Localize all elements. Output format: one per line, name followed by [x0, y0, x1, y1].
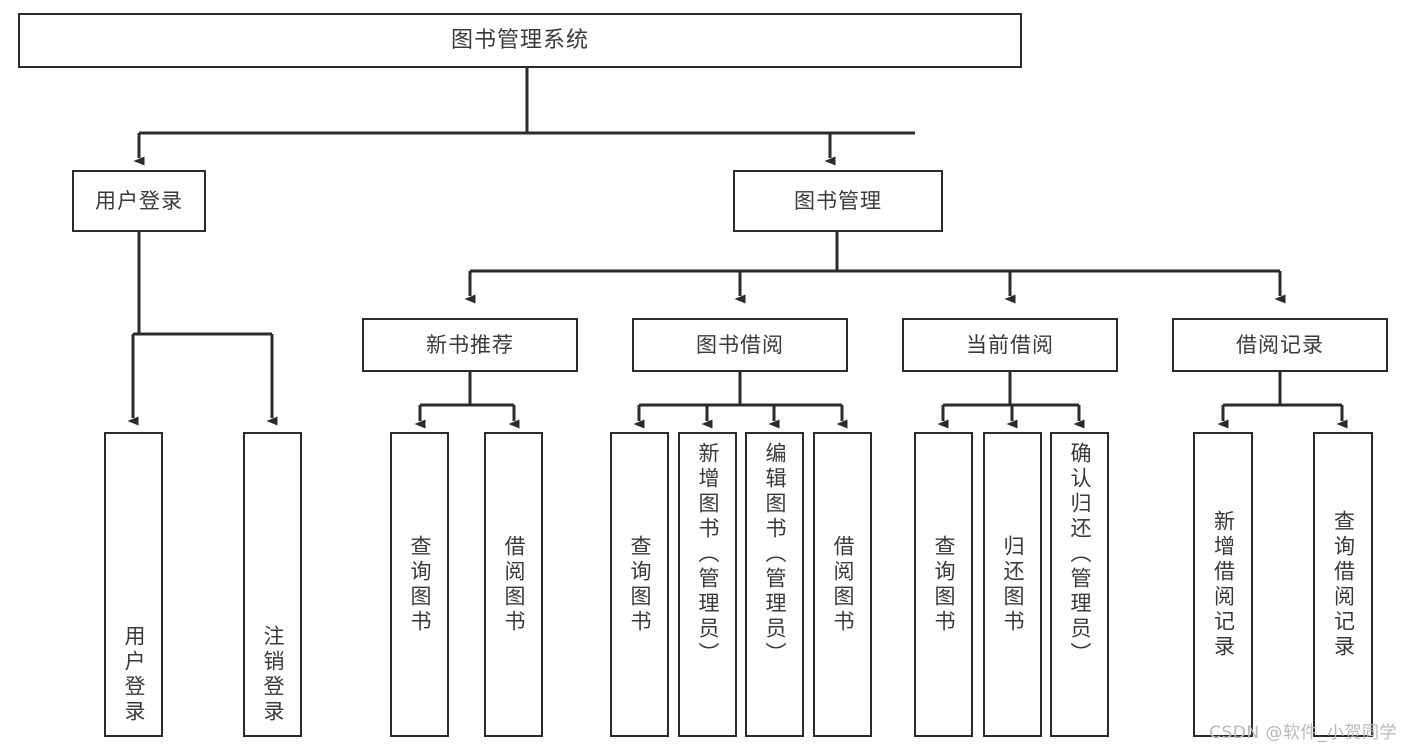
node-user-login[interactable]: 用户登录 — [72, 170, 206, 232]
leaf-query-book-borrow[interactable]: 查询图书 — [610, 432, 669, 737]
leaf-label: 归还图书 — [1001, 534, 1025, 635]
leaf-edit-book-admin[interactable]: 编辑图书（管理员） — [745, 432, 804, 737]
leaf-label: 查询借阅记录 — [1331, 509, 1356, 660]
leaf-query-book-current[interactable]: 查询图书 — [914, 432, 973, 737]
leaf-label: 确认归还（管理员） — [1068, 442, 1092, 667]
leaf-confirm-return-admin[interactable]: 确认归还（管理员） — [1050, 432, 1109, 737]
leaf-add-book-admin[interactable]: 新增图书（管理员） — [678, 432, 737, 737]
node-current-borrow[interactable]: 当前借阅 — [902, 318, 1118, 372]
watermark: CSDN @软件_小贺同学 — [1209, 723, 1397, 743]
leaf-label: 注销登录 — [261, 625, 285, 725]
leaf-add-borrow-record[interactable]: 新增借阅记录 — [1193, 432, 1253, 737]
leaf-label: 新增借阅记录 — [1211, 509, 1236, 660]
leaf-borrow-book-new[interactable]: 借阅图书 — [484, 432, 543, 737]
node-book-borrow[interactable]: 图书借阅 — [632, 318, 848, 372]
leaf-label: 用户登录 — [122, 625, 146, 725]
leaf-label: 编辑图书（管理员） — [763, 442, 787, 667]
leaf-user-login[interactable]: 用户登录 — [104, 432, 163, 737]
leaf-label: 借阅图书 — [502, 534, 526, 635]
leaf-borrow-book[interactable]: 借阅图书 — [813, 432, 872, 737]
node-book-management[interactable]: 图书管理 — [733, 170, 943, 232]
leaf-query-borrow-record[interactable]: 查询借阅记录 — [1313, 432, 1373, 737]
leaf-label: 借阅图书 — [831, 534, 855, 635]
leaf-label: 新增图书（管理员） — [696, 442, 720, 667]
leaf-return-book[interactable]: 归还图书 — [983, 432, 1042, 737]
leaf-label: 查询图书 — [408, 534, 432, 635]
node-root[interactable]: 图书管理系统 — [18, 13, 1022, 68]
node-new-book-recommend[interactable]: 新书推荐 — [362, 318, 578, 372]
node-borrow-record[interactable]: 借阅记录 — [1172, 318, 1388, 372]
leaf-logout[interactable]: 注销登录 — [243, 432, 302, 737]
leaf-label: 查询图书 — [932, 534, 956, 635]
leaf-query-book-new[interactable]: 查询图书 — [390, 432, 449, 737]
leaf-label: 查询图书 — [628, 534, 652, 635]
